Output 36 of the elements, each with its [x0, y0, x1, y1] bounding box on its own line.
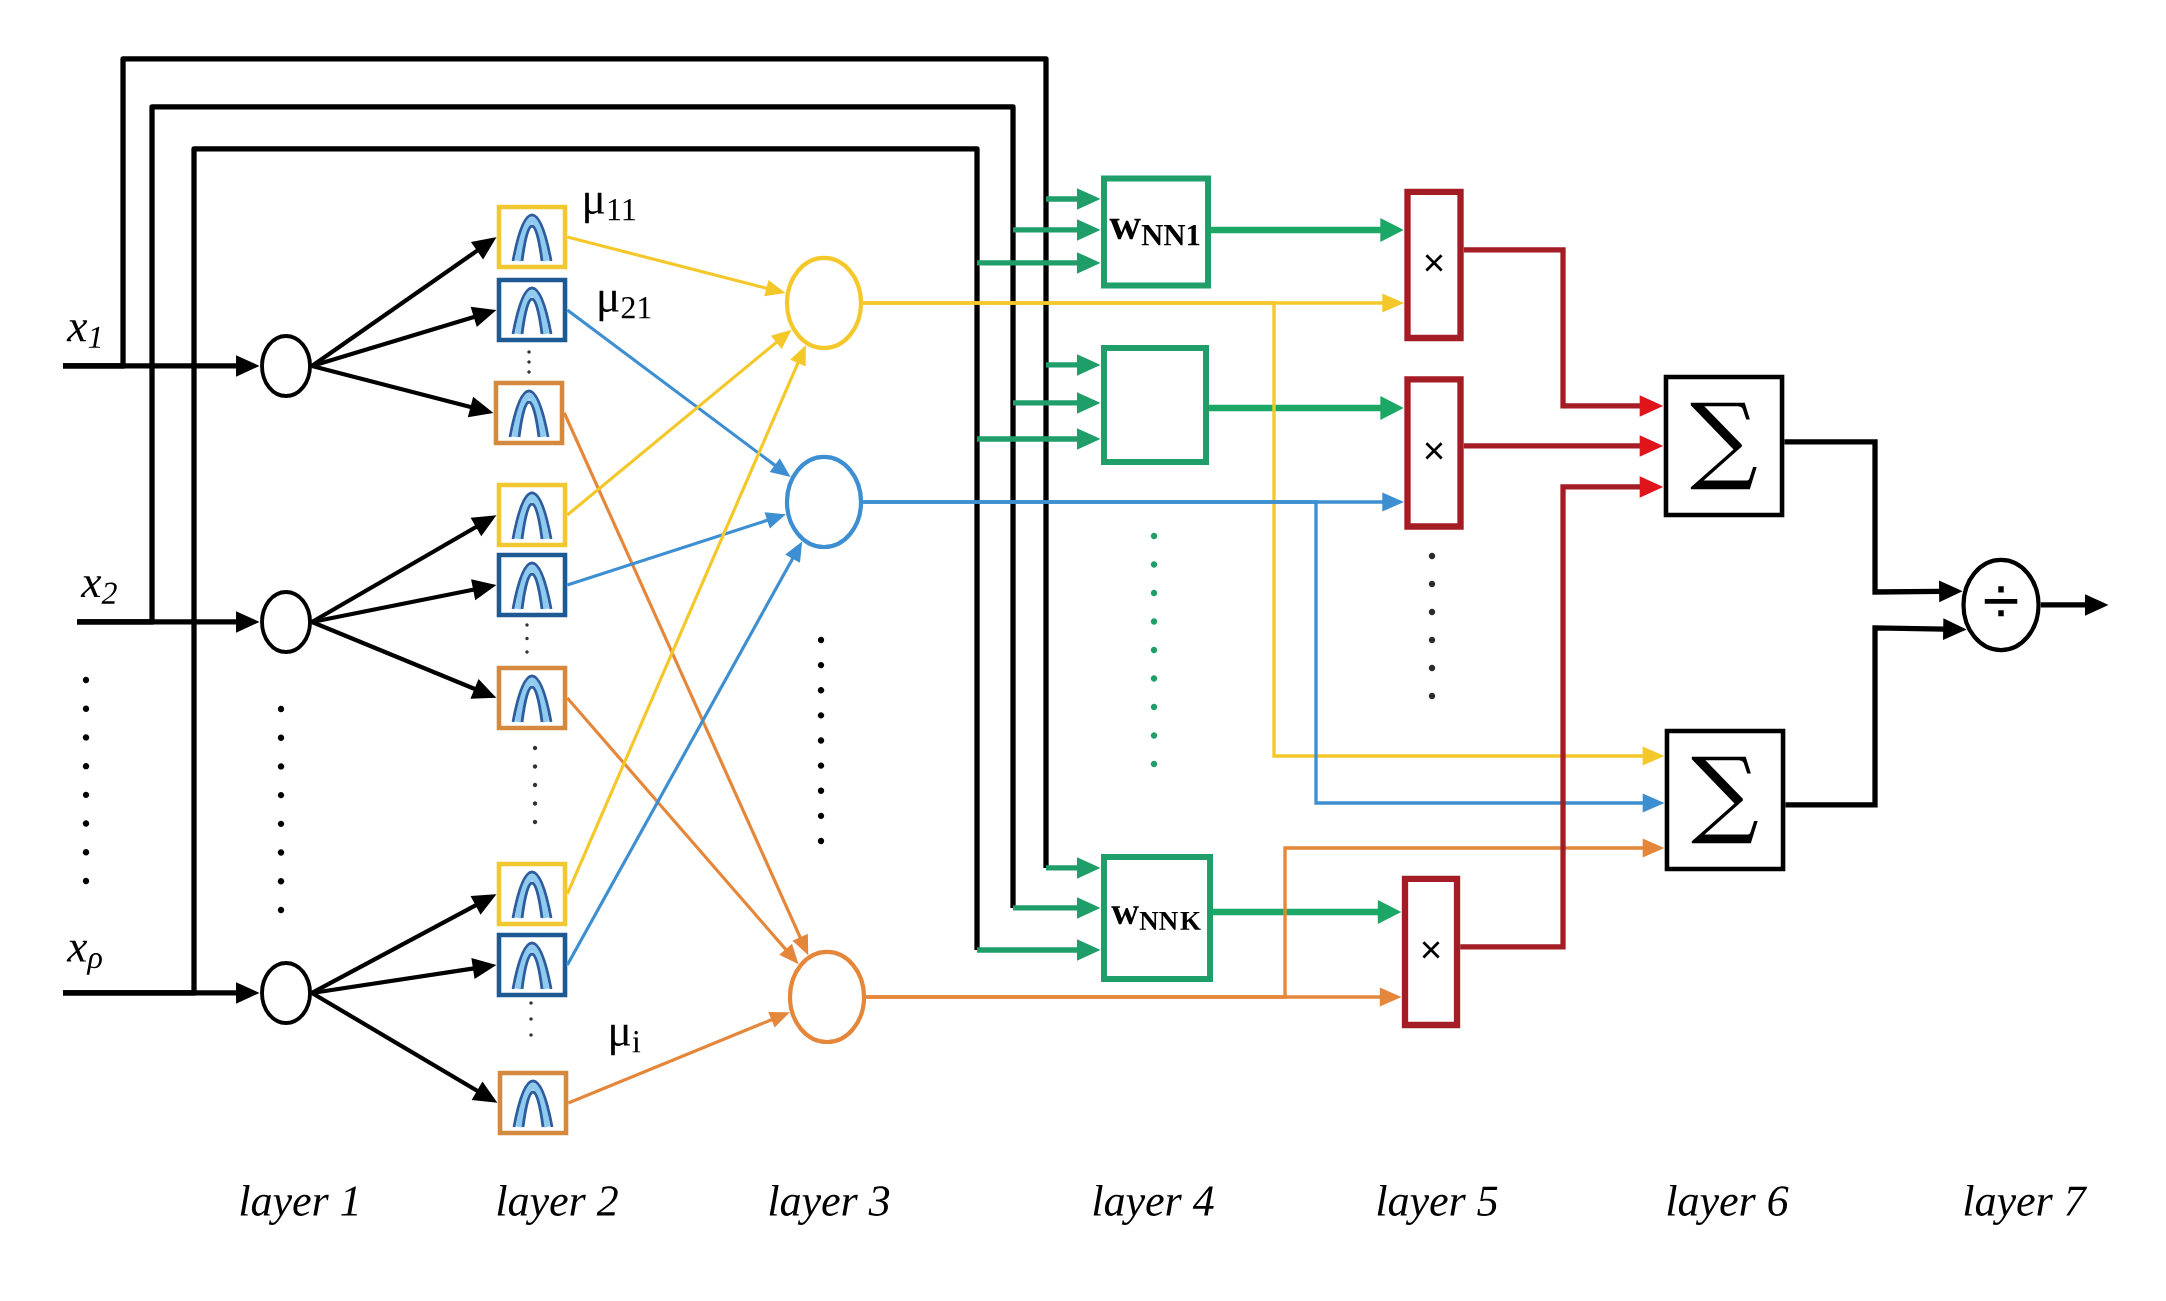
layer-label: layer 4 — [1093, 1185, 1214, 1225]
node-circle — [784, 255, 864, 351]
membership-box — [496, 552, 568, 618]
edge-label: μ$_{i}$ — [603, 1021, 647, 1059]
sum-box: ∑ — [1664, 728, 1786, 872]
input-label: x$_{2}$ — [80, 576, 117, 604]
process-box: w$_{NN1}$ — [1101, 175, 1212, 289]
membership-box — [493, 380, 565, 446]
edge-label: μ$_{21}$ — [592, 287, 658, 325]
process-box — [1101, 345, 1210, 465]
membership-box — [497, 1070, 569, 1136]
sum-box: ∑ — [1663, 374, 1785, 518]
membership-box — [496, 665, 568, 731]
membership-box — [496, 861, 568, 927]
layer-label: layer 3 — [769, 1185, 890, 1225]
edge-label: μ$_{11}$ — [577, 189, 643, 227]
input-label: x$_{ρ}$ — [66, 940, 102, 975]
process-box: w$_{NNK}$ — [1101, 853, 1214, 982]
multiply-box: × — [1401, 875, 1461, 1029]
layer-label: layer 7 — [1964, 1185, 2088, 1225]
layer-label: layer 6 — [1667, 1185, 1789, 1225]
membership-box — [496, 204, 568, 270]
node-circle — [260, 334, 312, 398]
multiply-box: × — [1404, 188, 1464, 342]
node-circle — [787, 949, 867, 1045]
node-circle — [260, 961, 312, 1025]
input-label: x$_{1}$ — [66, 320, 101, 348]
layer-label: layer 2 — [497, 1185, 618, 1225]
multiply-box: × — [1404, 376, 1464, 530]
membership-box — [496, 277, 568, 343]
node-circle — [260, 590, 312, 654]
layer-label: layer 1 — [240, 1185, 357, 1225]
membership-box — [496, 932, 568, 998]
layer-label: layer 5 — [1377, 1185, 1498, 1225]
node-circle — [784, 454, 864, 550]
membership-box — [496, 482, 568, 548]
